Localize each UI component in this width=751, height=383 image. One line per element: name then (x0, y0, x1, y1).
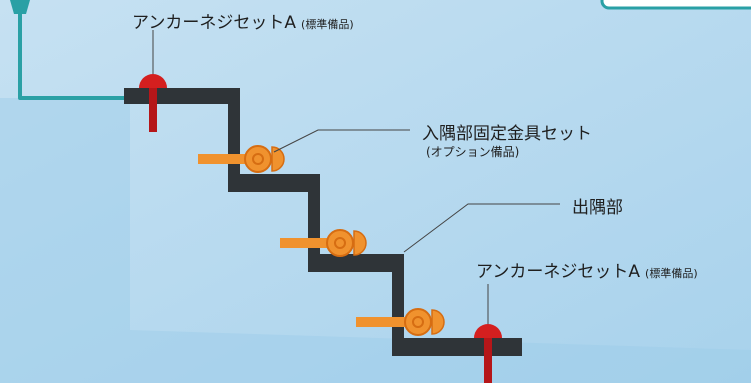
inner-corner-bracket-3 (356, 308, 445, 336)
inner-corner-bracket-1 (198, 145, 285, 173)
top-right-panel (600, 0, 751, 10)
inner-corner-bracket-2 (280, 229, 367, 257)
water-region (0, 98, 751, 383)
label-anchor-top: アンカーネジセットA (標準備品) (132, 8, 354, 33)
leader-inner-corner (273, 129, 410, 153)
label-anchor-top-main: アンカーネジセットA (132, 13, 296, 33)
label-anchor-top-note: (標準備品) (301, 18, 354, 31)
hose (10, 0, 128, 100)
anchor-screw-bottom (474, 324, 502, 383)
label-anchor-bottom-main: アンカーネジセットA (476, 262, 640, 282)
label-anchor-bottom-note: (標準備品) (645, 267, 698, 280)
anchor-screw-top (139, 74, 167, 132)
label-inner-corner-note: (オプション備品) (426, 145, 520, 159)
label-outer-corner: 出隅部 (572, 198, 623, 218)
leader-outer-corner (403, 203, 560, 253)
label-inner-corner: 入隅部固定金具セット (422, 124, 592, 144)
label-anchor-bottom: アンカーネジセットA (標準備品) (476, 257, 698, 282)
